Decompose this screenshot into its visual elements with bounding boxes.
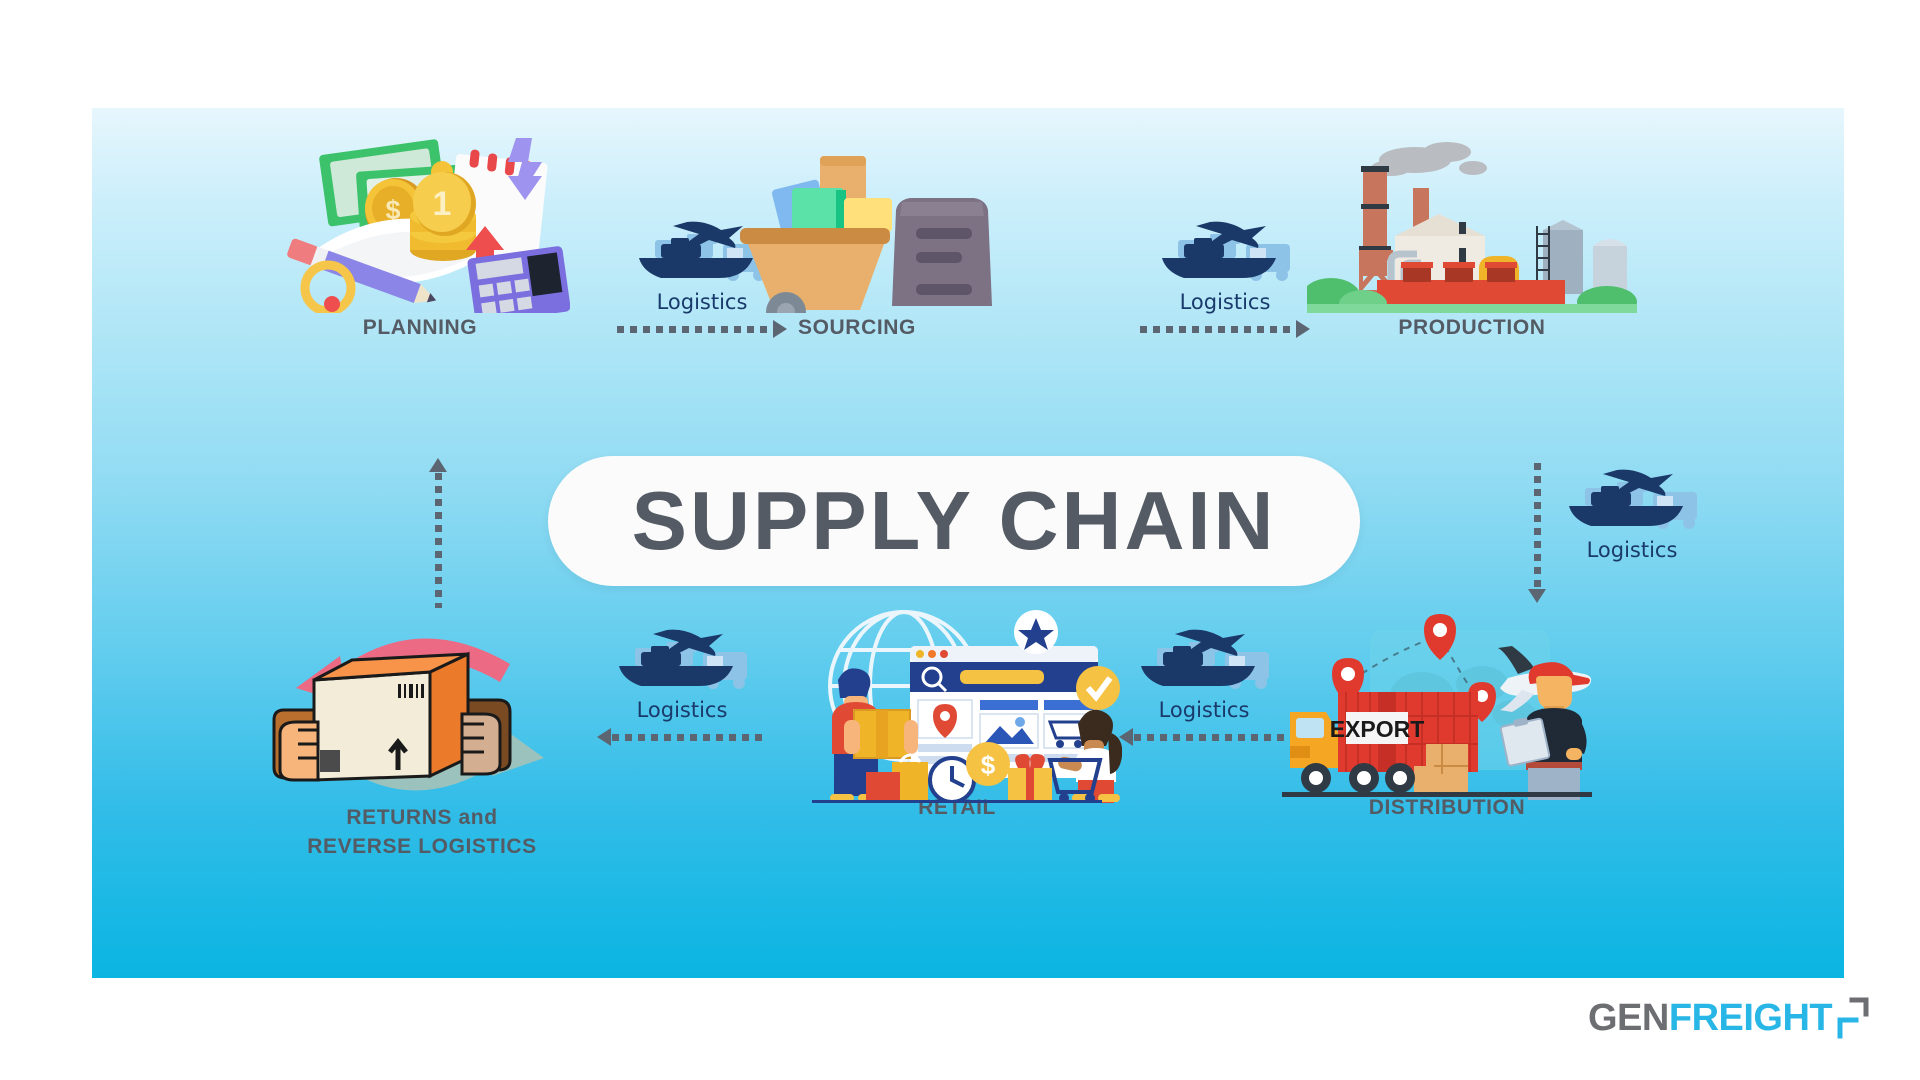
stage-sourcing: SOURCING: [712, 128, 1002, 342]
infographic-panel: $: [92, 108, 1844, 978]
connector-label: Logistics: [636, 698, 728, 722]
stage-production: PRODUCTION: [1301, 128, 1637, 342]
logo-text-gen: GEN: [1588, 996, 1669, 1039]
arrow-head-right-icon: [773, 320, 787, 338]
export-truck-illustration: EXPORT: [1282, 608, 1612, 800]
connector-planning-to-sourcing: Logistics: [617, 218, 787, 338]
stage-label-sourcing: SOURCING: [798, 316, 916, 339]
logistics-icon: [1557, 466, 1707, 536]
connector-distribution-to-retail: Logistics: [1119, 626, 1289, 746]
factory-illustration: [1301, 128, 1637, 318]
connector-retail-to-returns: Logistics: [597, 626, 767, 746]
connector-label: Logistics: [1158, 698, 1250, 722]
ship-plane-truck-icon: [619, 629, 747, 689]
sourcing-cart-illustration: [712, 128, 1002, 332]
stage-label-distribution: DISTRIBUTION: [1368, 796, 1526, 819]
arrow-dots: [434, 473, 442, 608]
arrow-head-left-icon: [1119, 728, 1133, 746]
ship-plane-truck-icon: [1162, 221, 1290, 281]
stage-label-returns: RETURNS and REVERSE LOGISTICS: [307, 806, 537, 858]
arrow-dots: [617, 325, 772, 333]
arrow-dots: [612, 733, 767, 741]
arrow-head-up-icon: [429, 458, 447, 472]
distribution-icon: EXPORT: [1282, 614, 1592, 800]
arrow-head-down-icon: [1528, 589, 1546, 603]
page-title: SUPPLY CHAIN: [631, 474, 1277, 567]
ecommerce-illustration: $: [792, 608, 1123, 816]
connector-label: Logistics: [1586, 538, 1678, 562]
planning-illustration: $: [270, 128, 571, 324]
connector-label: Logistics: [1179, 290, 1271, 314]
genfreight-logo[interactable]: GEN FREIGHT: [1588, 996, 1870, 1040]
arrow-dots: [1134, 733, 1289, 741]
bracket-mark-icon: [1836, 996, 1870, 1040]
svg-text:$: $: [385, 195, 400, 225]
stage-retail: $ RETAIL: [792, 608, 1123, 822]
arrow-head-right-icon: [1296, 320, 1310, 338]
logistics-icon: [607, 626, 757, 696]
stage-planning: $: [270, 128, 571, 342]
stage-label-planning: PLANNING: [362, 316, 478, 339]
svg-text:1: 1: [433, 185, 452, 223]
title-banner: SUPPLY CHAIN: [548, 456, 1360, 586]
arrow-dots: [1533, 463, 1541, 588]
dotted-arrow-left: [1119, 728, 1289, 746]
connector-returns-to-planning-arrow: [429, 458, 447, 608]
logistics-icon: [1150, 218, 1300, 288]
connector-label: Logistics: [656, 290, 748, 314]
logo-text-freight: FREIGHT: [1668, 996, 1833, 1039]
dotted-arrow-right: [1140, 320, 1310, 338]
sourcing-icon: [740, 156, 992, 332]
retail-icon: $: [812, 610, 1123, 816]
dotted-arrow-left: [597, 728, 767, 746]
ship-plane-truck-icon: [1569, 469, 1697, 529]
logistics-icon: [1129, 626, 1279, 696]
planning-icon: $: [287, 138, 571, 324]
connector-production-to-distribution-arrow: [1528, 463, 1546, 603]
stage-returns: RETURNS and REVERSE LOGISTICS: [262, 618, 582, 861]
factory-icon: [1301, 142, 1637, 318]
arrow-dots: [1140, 325, 1295, 333]
stage-label-production: PRODUCTION: [1398, 316, 1546, 339]
ship-plane-truck-icon: [1141, 629, 1269, 689]
connector-production-to-distribution: Logistics: [1547, 466, 1717, 562]
dotted-arrow-right: [617, 320, 787, 338]
logistics-icon: [627, 218, 777, 288]
returns-icon: [272, 638, 544, 791]
ship-plane-truck-icon: [639, 221, 767, 281]
connector-sourcing-to-production: Logistics: [1140, 218, 1310, 338]
arrow-head-left-icon: [597, 728, 611, 746]
stage-distribution: EXPORT: [1282, 608, 1612, 822]
returns-box-illustration: [262, 618, 582, 803]
export-label: EXPORT: [1330, 716, 1425, 742]
svg-text:$: $: [981, 750, 996, 780]
